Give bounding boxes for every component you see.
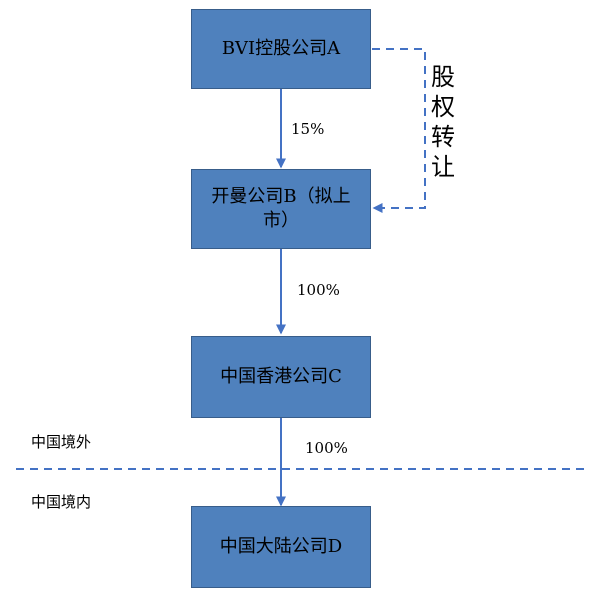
ownership-a-to-b-label: 15% <box>291 120 325 138</box>
company-c-label: 中国香港公司C <box>220 366 342 387</box>
ownership-b-to-c-label: 100% <box>297 281 340 299</box>
company-b-box: 开曼公司B（拟上市） <box>191 169 371 249</box>
company-c-box: 中国香港公司C <box>191 336 371 418</box>
company-b-label: 开曼公司B（拟上市） <box>211 186 351 231</box>
ownership-c-to-d-label: 100% <box>305 439 348 457</box>
company-a-label: BVI控股公司A <box>221 38 341 59</box>
equity-transfer-label: 股权转让 <box>431 63 455 181</box>
overseas-region-label: 中国境外 <box>31 433 92 451</box>
domestic-region-label: 中国境内 <box>31 493 92 511</box>
company-d-box: 中国大陆公司D <box>191 506 371 588</box>
company-a-box: BVI控股公司A <box>191 9 371 89</box>
company-d-label: 中国大陆公司D <box>219 536 343 557</box>
equity-transfer-dashed-arrow <box>372 48 426 213</box>
